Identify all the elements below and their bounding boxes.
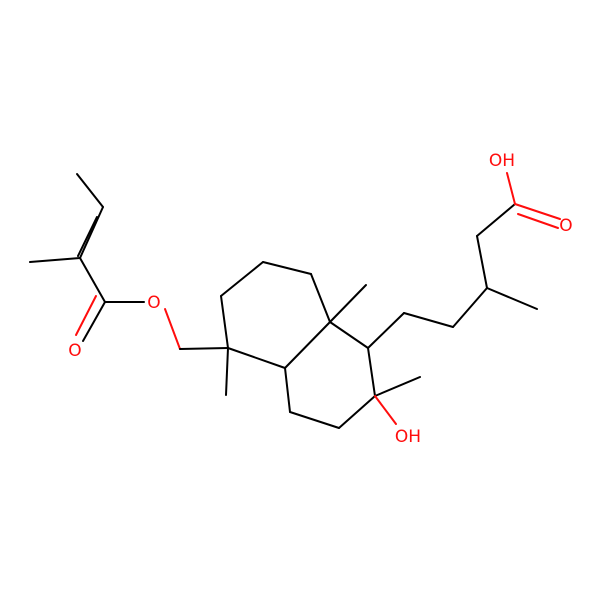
bond-ring-b-4 bbox=[367, 347, 376, 397]
bond-ring-b-3 bbox=[338, 395, 376, 429]
decalin-ring bbox=[220, 261, 421, 429]
bond-ring-a-3 bbox=[262, 261, 312, 275]
label-ester-o: O bbox=[147, 293, 160, 313]
bond-acid-carbonyl-b bbox=[517, 213, 559, 229]
bond-ester-carbonyl-b bbox=[75, 295, 97, 336]
bond-carbinol-oh bbox=[374, 395, 397, 425]
tiglate-group bbox=[29, 173, 229, 350]
bond-chain-1 bbox=[367, 312, 405, 349]
bond-ring-a-1 bbox=[220, 295, 229, 349]
bond-chain-3 bbox=[452, 287, 488, 328]
bond-alkene-outer bbox=[79, 206, 104, 259]
bond-ring-a-2 bbox=[220, 261, 264, 297]
label-acid-oh: OH bbox=[489, 151, 515, 171]
label-ring-oh: OH bbox=[395, 427, 421, 447]
bond-acid-oh bbox=[506, 172, 516, 205]
bond-ring-b-5 bbox=[329, 321, 369, 349]
bond-quaternary-methyl bbox=[225, 347, 229, 396]
bond-angular-methyl bbox=[329, 284, 367, 323]
bond-ring-fusion bbox=[284, 321, 331, 369]
bond-ester-carbonyl-a bbox=[82, 301, 106, 342]
bond-chain-4 bbox=[476, 235, 488, 289]
label-acid-carbonyl-o: O bbox=[559, 216, 572, 236]
bond-ring-a-6 bbox=[227, 347, 286, 369]
bond-alkene-inner bbox=[77, 216, 98, 257]
bond-chain-methyl bbox=[486, 287, 538, 310]
acid-side-chain bbox=[367, 172, 561, 349]
bond-alkene-to-carbonyl bbox=[79, 257, 106, 303]
bond-chain-2 bbox=[403, 312, 454, 328]
bond-carbinol-methyl bbox=[374, 376, 421, 397]
bond-ch2-to-ring bbox=[179, 347, 229, 350]
bond-ring-b-1 bbox=[284, 367, 291, 413]
bond-ethylidene-methyl bbox=[76, 173, 104, 208]
bond-ring-b-2 bbox=[289, 411, 340, 429]
label-ester-carbonyl-o: O bbox=[68, 341, 81, 361]
bond-acid-carbonyl-a bbox=[514, 203, 561, 220]
bond-alkene-methyl bbox=[29, 257, 81, 263]
bond-chain-5 bbox=[476, 203, 516, 237]
bond-ring-a-4 bbox=[310, 273, 331, 323]
bond-ester-o-to-ch2 bbox=[164, 308, 181, 350]
